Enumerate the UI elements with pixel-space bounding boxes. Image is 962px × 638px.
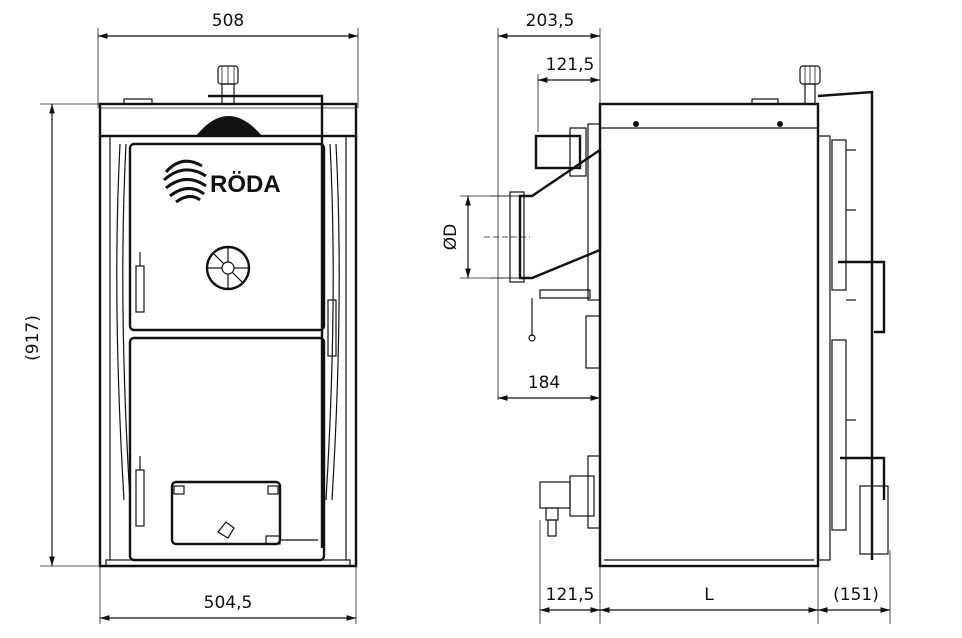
flue-pipe (490, 127, 602, 342)
dimension-front-bottom-width: 504,5 (99, 566, 357, 624)
rear-depth-label: (151) (833, 585, 879, 605)
roda-logo-icon (162, 159, 207, 204)
dimension-front-height: (917) (23, 103, 110, 567)
front-view: 508 (917) 504,5 (23, 11, 359, 624)
dimension-rear-depth: (151) (818, 550, 891, 624)
length-label: L (704, 585, 714, 605)
side-view: 203,5 121,5 ØD 184 121,5 (441, 11, 891, 624)
front-bottom-width-label: 504,5 (204, 593, 253, 613)
brand-name: RÖDA (210, 171, 281, 198)
flue-diameter-label: ØD (441, 224, 461, 250)
drain-valve-icon (539, 475, 595, 537)
upper-door (128, 142, 326, 332)
dimension-flue-offset: 121,5 (537, 55, 600, 132)
front-top-width-label: 508 (212, 11, 244, 31)
rear-piping (817, 135, 889, 561)
flue-offset-label: 121,5 (546, 55, 595, 75)
air-damper-icon (205, 245, 251, 291)
boiler-body-side (598, 102, 820, 568)
dimension-flue-diameter: ØD (441, 195, 530, 279)
dimension-length: L (600, 566, 819, 624)
dimension-front-top-width: 508 (97, 11, 359, 108)
flue-height-label: 184 (528, 373, 560, 393)
total-depth-label: 203,5 (526, 11, 575, 31)
dimension-base-offset: 121,5 (539, 520, 601, 624)
dimension-total-depth: 203,5 (497, 11, 601, 400)
ash-door (170, 480, 318, 546)
front-height-label: (917) (23, 315, 43, 361)
side-top-valve-icon (799, 65, 874, 560)
front-top-valve-icon (196, 65, 324, 548)
dimension-flue-height: 184 (498, 373, 600, 401)
lower-door (128, 336, 326, 562)
base-offset-label: 121,5 (546, 585, 595, 605)
